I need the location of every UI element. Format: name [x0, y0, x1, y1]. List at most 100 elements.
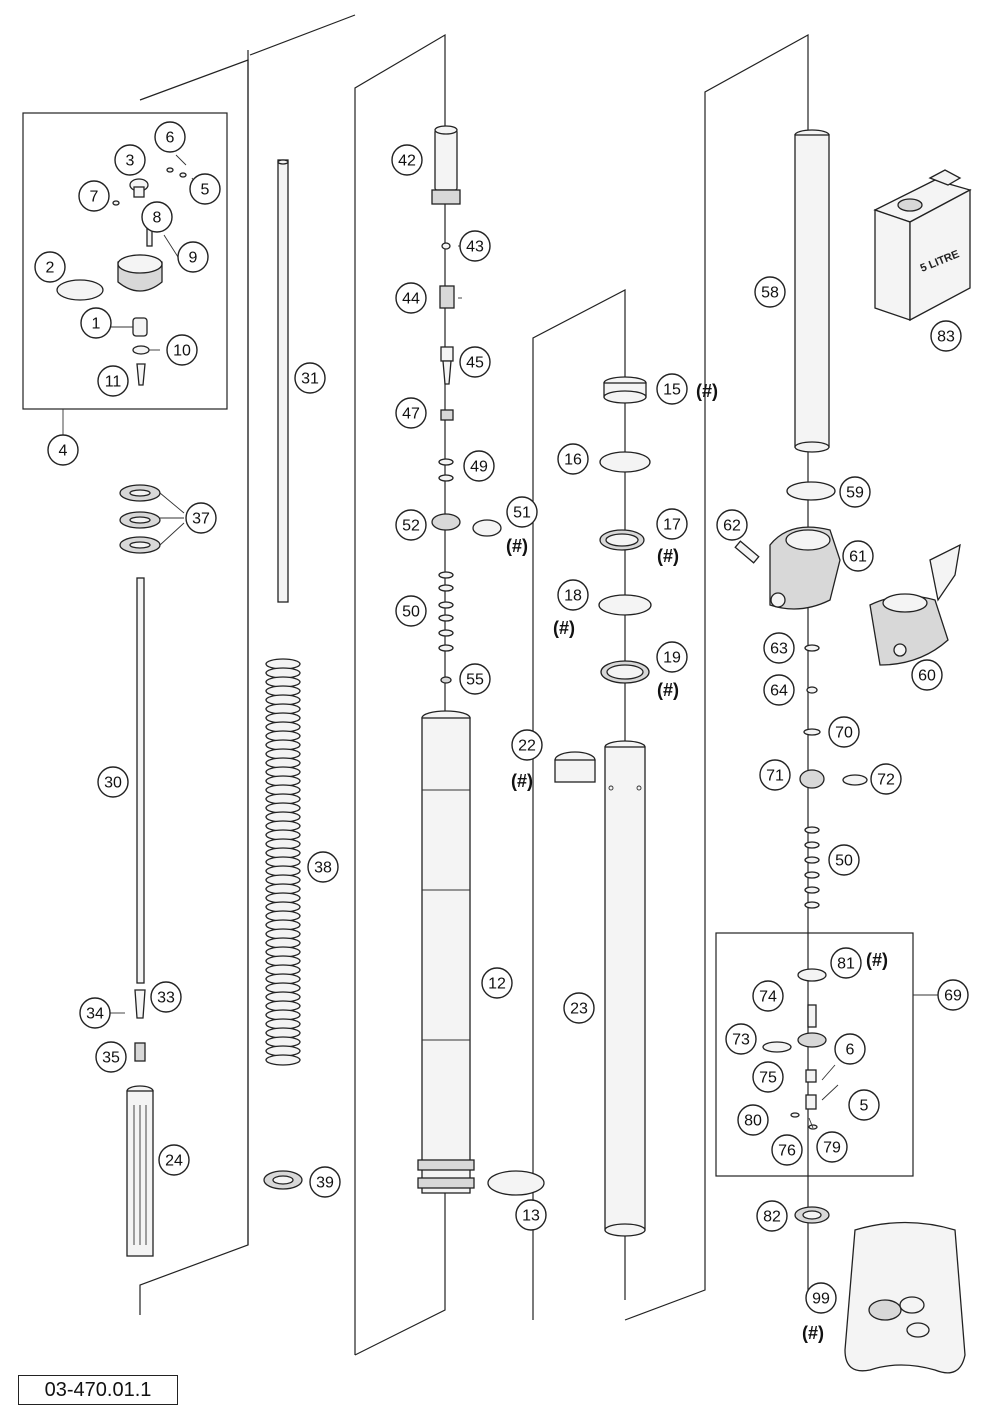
callout-3: 3	[114, 144, 146, 176]
callout-number: 59	[846, 485, 864, 502]
callout-number: 34	[86, 1006, 104, 1023]
callout-1: 1	[80, 307, 112, 339]
callout-70: 70	[828, 716, 860, 748]
callout-number: 64	[770, 683, 788, 700]
column-1-parts	[56, 167, 187, 1257]
callout-circle	[805, 1282, 837, 1314]
callout-83: 83	[930, 320, 962, 352]
callout-number: 4	[59, 443, 68, 460]
callout-number: 39	[316, 1175, 334, 1192]
callout-number: 71	[766, 768, 784, 785]
callout-circle	[515, 1199, 547, 1231]
callout-circle	[930, 320, 962, 352]
callout-52: 52	[395, 509, 427, 541]
callout-circle	[185, 502, 217, 534]
callout-number: 16	[564, 452, 582, 469]
callout-circle	[759, 759, 791, 791]
callout-number: 3	[126, 153, 135, 170]
callout-number: 19	[663, 650, 681, 667]
callout-number: 50	[402, 604, 420, 621]
callout-number: 55	[466, 672, 484, 689]
callout-44: 44	[395, 282, 427, 314]
callout-circle	[848, 1089, 880, 1121]
callout-circle	[716, 509, 748, 541]
callout-circle	[158, 1144, 190, 1176]
callout-51: 51	[506, 496, 538, 528]
oil-can: 5 LITRE	[873, 169, 972, 322]
callout-62: 62	[716, 509, 748, 541]
callout-60: 60	[911, 659, 943, 691]
callout-number: 6	[166, 130, 175, 147]
callout-18: 18	[557, 579, 589, 611]
column-3-parts	[417, 125, 545, 1196]
callout-circle	[150, 981, 182, 1013]
callout-9: 9	[177, 241, 209, 273]
callout-55: 55	[459, 663, 491, 695]
callout-63: 63	[763, 632, 795, 664]
callout-79: 79	[816, 1131, 848, 1163]
callout-circle	[828, 844, 860, 876]
callout-circle	[97, 365, 129, 397]
callout-number: 7	[90, 189, 99, 206]
callout-circle	[771, 1134, 803, 1166]
callout-circle	[839, 476, 871, 508]
callout-number: 38	[314, 860, 332, 877]
callout-circle	[463, 450, 495, 482]
callout-35: 35	[95, 1041, 127, 1073]
callout-2: 2	[34, 251, 66, 283]
callout-circle	[828, 716, 860, 748]
callout-number: 1	[92, 316, 101, 333]
callout-circle	[154, 121, 186, 153]
callout-number: 30	[104, 775, 122, 792]
callout-circle	[752, 980, 784, 1012]
callout-6-2: 6	[834, 1033, 866, 1065]
callout-circle	[395, 509, 427, 541]
callout-number: 99	[812, 1291, 830, 1308]
callout-74: 74	[752, 980, 784, 1012]
callout-number: 2	[46, 260, 55, 277]
callout-circle	[395, 595, 427, 627]
callout-24: 24	[158, 1144, 190, 1176]
callout-number: 22	[518, 738, 536, 755]
callout-number: 9	[189, 250, 198, 267]
callout-circle	[177, 241, 209, 273]
callout-47: 47	[395, 397, 427, 429]
callout-50-2: 50	[828, 844, 860, 876]
callout-circle	[395, 397, 427, 429]
callout-circle	[557, 579, 589, 611]
callout-75: 75	[752, 1061, 784, 1093]
column-2-parts	[263, 159, 303, 1190]
callout-39: 39	[309, 1166, 341, 1198]
callout-33: 33	[150, 981, 182, 1013]
callout-number: 50	[835, 853, 853, 870]
callout-number: 45	[466, 355, 484, 372]
callout-circle	[459, 346, 491, 378]
callout-15: 15	[656, 373, 688, 405]
hash-marker-18: (#)	[553, 618, 575, 638]
callout-circle	[307, 851, 339, 883]
callout-5: 5	[189, 173, 221, 205]
callout-circle	[816, 1131, 848, 1163]
callout-circle	[763, 674, 795, 706]
hash-marker-51: (#)	[506, 536, 528, 556]
callout-59: 59	[839, 476, 871, 508]
callout-10: 10	[166, 334, 198, 366]
callout-number: 31	[301, 371, 319, 388]
callout-31: 31	[294, 362, 326, 394]
callout-number: 51	[513, 505, 531, 522]
callout-30: 30	[97, 766, 129, 798]
callout-circle	[557, 443, 589, 475]
callout-circle	[511, 729, 543, 761]
callout-circle	[189, 173, 221, 205]
callout-circle	[656, 373, 688, 405]
callout-circle	[842, 540, 874, 572]
callout-13: 13	[515, 1199, 547, 1231]
callout-number: 49	[470, 459, 488, 476]
callout-58: 58	[754, 276, 786, 308]
callout-82: 82	[756, 1200, 788, 1232]
callout-7: 7	[78, 180, 110, 212]
callout-number: 33	[157, 990, 175, 1007]
callout-71: 71	[759, 759, 791, 791]
callout-number: 58	[761, 285, 779, 302]
callout-number: 15	[663, 382, 681, 399]
